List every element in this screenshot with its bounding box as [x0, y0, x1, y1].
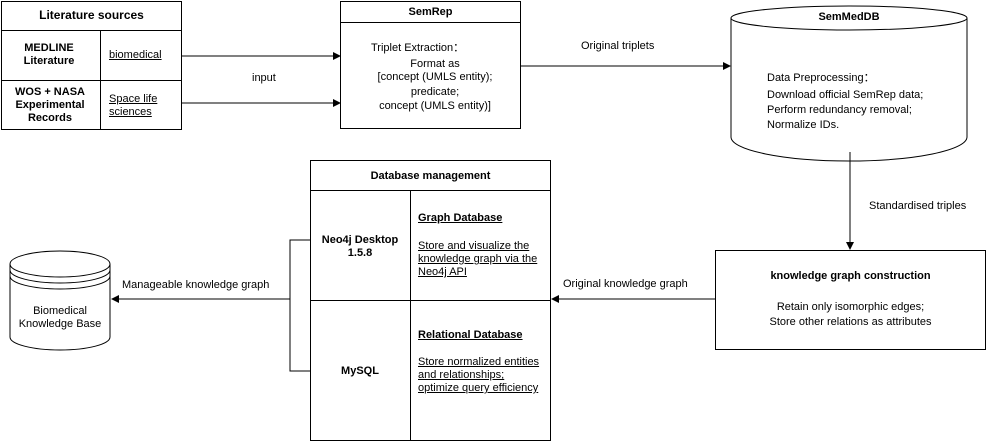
divider [100, 30, 101, 130]
mysql-label: MySQL [341, 365, 379, 377]
graph-database-title: Graph Database [418, 212, 503, 224]
original-kg-label: Original knowledge graph [563, 278, 688, 290]
graph-database-desc: Store and visualize the knowledge graph … [418, 240, 538, 278]
semrep-line-1: Triplet Extraction： [371, 42, 465, 54]
biomedical-label: biomedical [109, 49, 162, 61]
divider [310, 190, 551, 191]
space-life-sciences-label: Space life sciences [109, 93, 158, 118]
wos-nasa-label: WOS + NASA Experimental Records [15, 86, 85, 124]
divider [340, 22, 521, 23]
divider [410, 190, 411, 441]
kg-construction-box [715, 250, 986, 350]
literature-sources-table [1, 1, 182, 130]
kg-construction-line-2: Store other relations as attributes [769, 316, 932, 328]
divider [1, 30, 182, 31]
semrep-line-5: concept (UMLS entity)] [379, 100, 491, 112]
standardised-triples-label: Standardised triples [869, 200, 967, 212]
kg-construction-title: knowledge graph construction [770, 270, 931, 282]
knowledge-base-label: Biomedical Knowledge Base [18, 305, 102, 330]
neo4j-desktop-label: Neo4j Desktop 1.5.8 [321, 234, 399, 259]
semmeddb-line-3: Perform redundancy removal; [767, 104, 912, 116]
semrep-line-2: Format as [410, 58, 460, 70]
semmeddb-line-1: Data Preprocessing： [767, 72, 875, 84]
bracket-neo4j-mysql [289, 239, 310, 372]
semmeddb-line-2: Download official SemRep data; [767, 89, 924, 101]
semmeddb-line-4: Normalize IDs. [767, 119, 840, 131]
relational-database-desc: Store normalized entities and relationsh… [418, 356, 540, 394]
medline-literature-label: MEDLINE Literature [23, 42, 75, 67]
relational-database-title: Relational Database [418, 329, 523, 341]
original-triplets-label: Original triplets [581, 40, 655, 52]
divider [1, 80, 182, 81]
divider [310, 300, 551, 301]
semrep-line-4: predicate; [410, 86, 460, 98]
kg-construction-line-1: Retain only isomorphic edges; [776, 301, 925, 313]
manageable-kg-label: Manageable knowledge graph [122, 279, 270, 291]
semmeddb-title: SemMedDB [818, 11, 880, 23]
semrep-title: SemRep [408, 6, 453, 18]
semrep-line-3: [concept (UMLS entity); [377, 71, 493, 83]
semmeddb-cylinder [730, 5, 968, 162]
input-label: input [252, 72, 276, 84]
database-management-header: Database management [370, 170, 491, 182]
literature-sources-header: Literature sources [39, 8, 144, 22]
knowledge-base-cylinder [9, 250, 111, 351]
